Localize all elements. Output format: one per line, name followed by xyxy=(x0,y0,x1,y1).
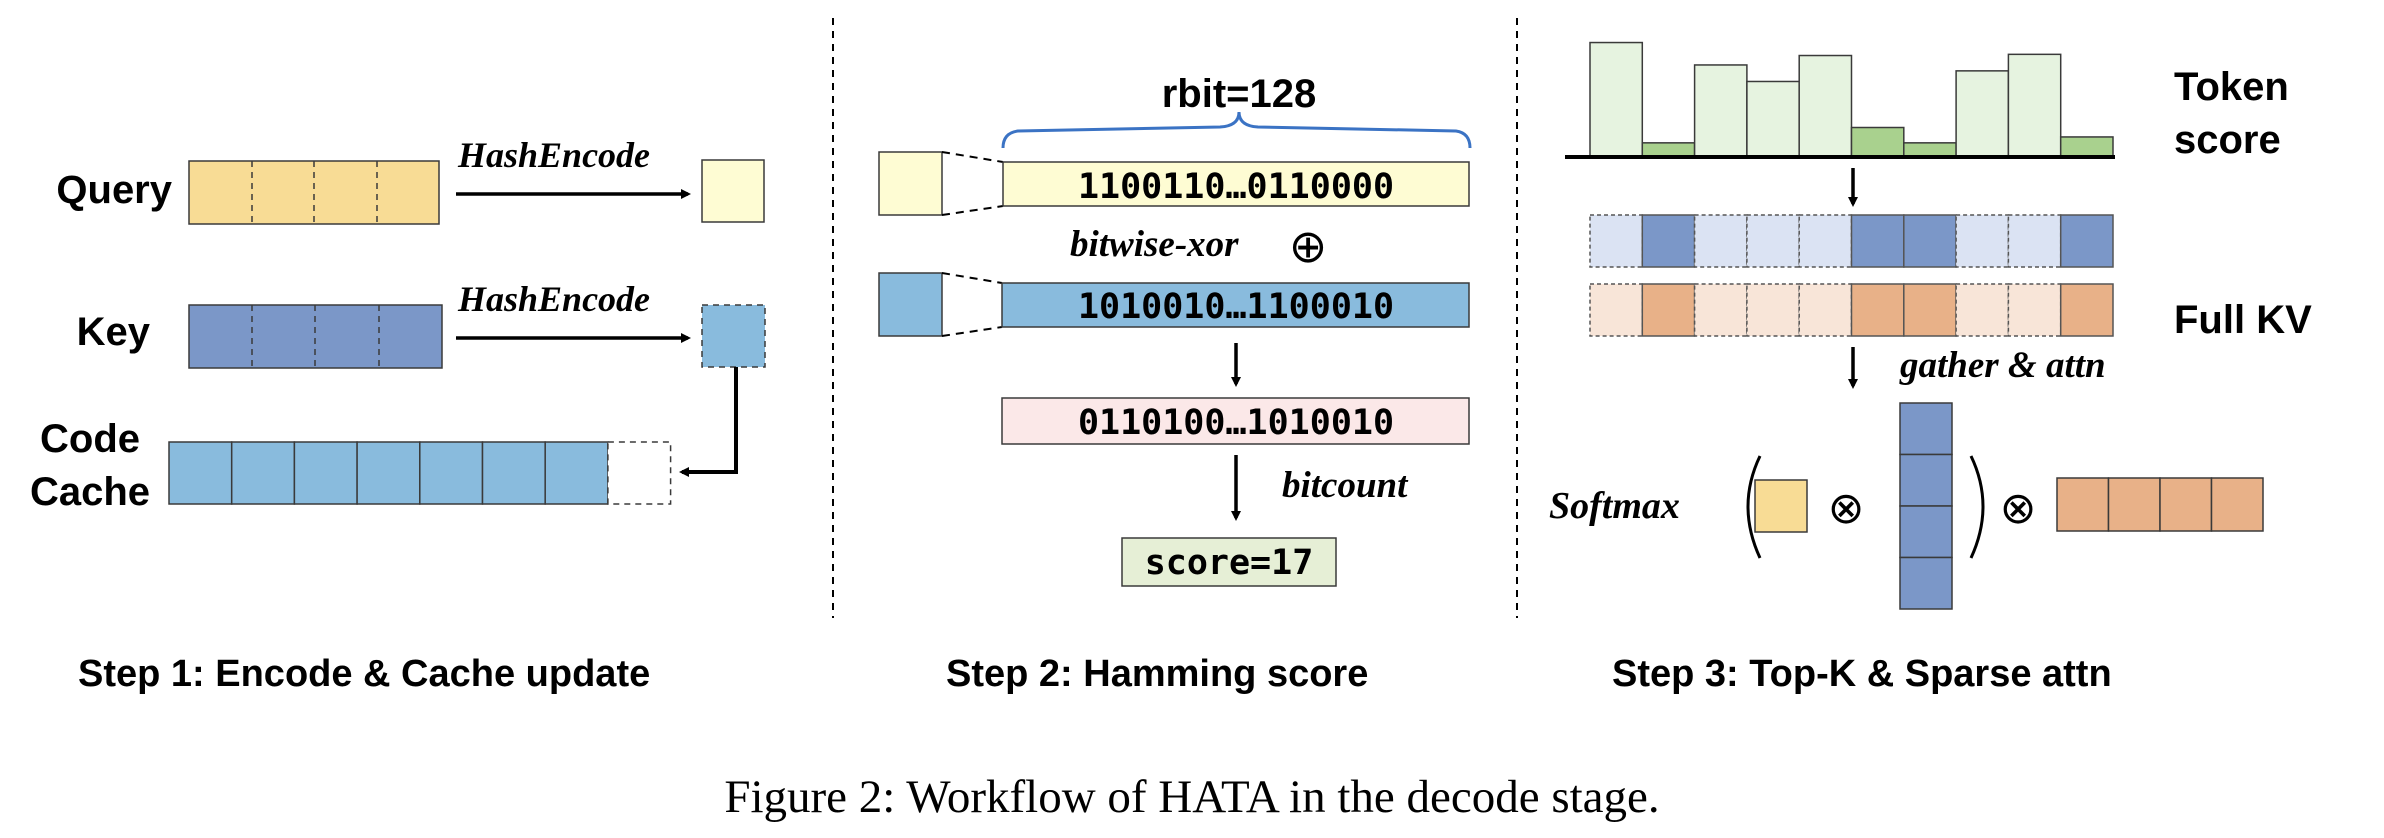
key-vector xyxy=(188,304,443,369)
score-value: score=17 xyxy=(1145,543,1314,583)
step3-panel: Token score Full KV gather & attn Softma… xyxy=(1549,41,2312,695)
token-score-bar xyxy=(1693,64,1748,158)
full-kv-label: Full KV xyxy=(2174,298,2312,342)
attn-value-cell xyxy=(2056,477,2110,532)
token-score-bar xyxy=(1641,142,1696,158)
attn-key-cell xyxy=(1899,402,1953,456)
key-row-cell xyxy=(1746,214,1800,268)
query-zoom-line-top xyxy=(941,151,1004,163)
attn-selected-values xyxy=(2056,477,2264,532)
code-cache-new-slot xyxy=(607,441,672,505)
full-kv-cell xyxy=(1693,283,1748,337)
key-zoom-line-top xyxy=(941,272,1003,284)
query-bits-box xyxy=(1002,161,1470,207)
full-kv-cell xyxy=(1798,283,1853,337)
key-row-cell xyxy=(2007,214,2062,268)
key-row-cell xyxy=(1589,214,1644,268)
key-row-cell xyxy=(1641,214,1696,268)
token-score-bar xyxy=(2007,53,2062,158)
query-vector xyxy=(188,160,440,225)
attn-value-cell xyxy=(2159,477,2213,532)
token-score-bar xyxy=(1850,126,1905,158)
token-score-bar xyxy=(1955,70,2010,158)
token-score-bar xyxy=(1903,142,1957,158)
full-kv-cell xyxy=(1850,283,1905,337)
step1-title: Step 1: Encode & Cache update xyxy=(78,653,650,695)
full-kv-cell xyxy=(2007,283,2062,337)
full-kv-cell xyxy=(1955,283,2010,337)
full-kv-cell xyxy=(1641,283,1696,337)
key-row-cell xyxy=(2059,214,2114,268)
left-paren xyxy=(1746,455,1762,559)
code-cache-label-line1: Code xyxy=(40,417,140,461)
token-score-label-line1: Token xyxy=(2174,65,2289,109)
key-bits: 1010010…1100010 xyxy=(1078,287,1394,327)
otimes-2: ⊗ xyxy=(2000,483,2037,534)
full-kv-cell xyxy=(1589,283,1644,337)
attn-selected-keys xyxy=(1899,402,1953,610)
key-row-cell xyxy=(1798,214,1853,268)
bitcount-label: bitcount xyxy=(1282,465,1409,506)
hash-encode-query-label: HashEncode xyxy=(457,135,650,175)
attn-value-cell xyxy=(2107,477,2161,532)
attn-key-cell xyxy=(1899,556,1953,610)
attn-key-cell xyxy=(1899,505,1953,559)
token-score-label-line2: score xyxy=(2174,118,2281,162)
full-kv-cell xyxy=(2059,283,2114,337)
full-kv-cell xyxy=(1903,283,1957,337)
query-hash-small xyxy=(878,151,943,216)
step1-panel: Query HashEncode Key HashEncode Code Cac… xyxy=(30,135,766,695)
full-kv-row xyxy=(1589,283,2114,337)
attn-query xyxy=(1754,479,1808,533)
key-row-cell xyxy=(1693,214,1748,268)
token-score-bar xyxy=(1798,54,1853,158)
selected-key-row xyxy=(1589,214,2114,268)
softmax-label: Softmax xyxy=(1549,485,1680,527)
key-zoom-line-bottom xyxy=(941,326,1003,337)
key-hash-small xyxy=(878,272,943,337)
hash-encode-key-label: HashEncode xyxy=(457,279,650,319)
query-bits: 1100110…0110000 xyxy=(1078,167,1394,207)
result-bits-box xyxy=(1001,397,1470,445)
xor-symbol: ⊕ xyxy=(1289,219,1328,273)
step2-panel: rbit=128 1100110…0110000 bitwise-xor ⊕ 1… xyxy=(878,72,1472,695)
xor-label: bitwise-xor xyxy=(1070,224,1239,265)
query-label: Query xyxy=(56,168,172,212)
score-box xyxy=(1121,537,1337,587)
rbit-brace xyxy=(1001,111,1472,149)
result-bits: 0110100…1010010 xyxy=(1078,403,1394,443)
otimes-1: ⊗ xyxy=(1828,483,1865,534)
rbit-label: rbit=128 xyxy=(1162,72,1317,116)
figure-caption: Figure 2: Workflow of HATA in the decode… xyxy=(724,771,1659,823)
attn-value-cell xyxy=(2210,477,2264,532)
gather-attn-label: gather & attn xyxy=(1899,345,2106,386)
query-hash-code xyxy=(701,159,765,223)
attn-key-cell xyxy=(1899,453,1953,507)
full-kv-cell xyxy=(1746,283,1800,337)
key-bits-box xyxy=(1001,282,1470,328)
token-score-bar xyxy=(1589,41,1644,158)
key-row-cell xyxy=(1903,214,1957,268)
right-paren xyxy=(1969,455,1985,559)
key-label: Key xyxy=(77,310,151,354)
code-cache-label-line2: Cache xyxy=(30,470,150,514)
token-score-bar xyxy=(2059,136,2114,158)
query-zoom-line-bottom xyxy=(941,205,1004,216)
key-row-cell xyxy=(1850,214,1905,268)
key-hash-code xyxy=(701,304,766,368)
token-score-bar xyxy=(1746,80,1800,158)
code-cache xyxy=(168,441,672,505)
token-score-bars xyxy=(1589,41,2114,158)
step3-title: Step 3: Top-K & Sparse attn xyxy=(1612,653,2112,695)
cache-append-arrow xyxy=(679,367,738,477)
key-row-cell xyxy=(1955,214,2010,268)
step2-title: Step 2: Hamming score xyxy=(946,653,1368,695)
